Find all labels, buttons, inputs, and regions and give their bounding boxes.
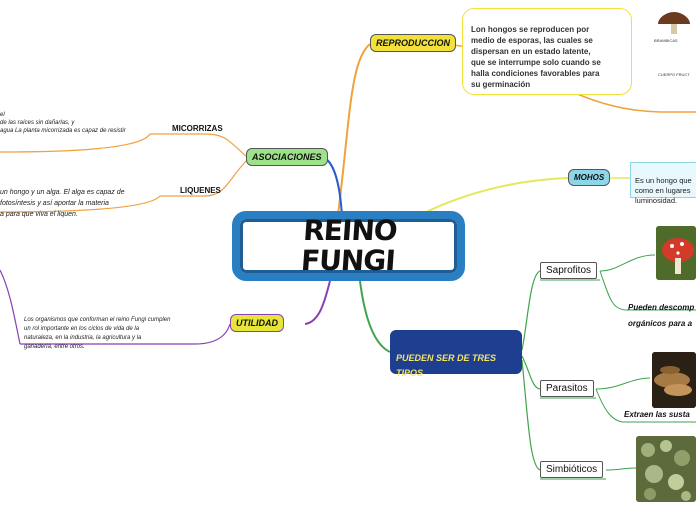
connector-simbioticos xyxy=(521,359,541,471)
connector-reproduccion xyxy=(337,43,371,216)
connector-utilidad-note xyxy=(20,323,231,345)
connector-mohos xyxy=(419,177,569,216)
subtopic-simbioticos[interactable]: Simbióticos xyxy=(540,461,604,478)
parasitos-caption: Extraen las susta xyxy=(624,410,690,419)
saprofitos-caption: Pueden descomp orgánicos para a xyxy=(628,284,694,332)
topic-mohos-label: MOHOS xyxy=(574,173,605,182)
micorrizas-note: el de las raíces sin dañarlas, y agua La… xyxy=(0,103,126,135)
fig-label-bottom: CUERPO FRUCT xyxy=(658,72,690,77)
topic-tipos[interactable]: PUEDEN SER DE TRES TIPOS xyxy=(390,330,522,378)
saprofitos-label: Saprofitos xyxy=(546,265,592,276)
connector-saprofitos-cap xyxy=(599,270,696,311)
saprofitos-mushroom-image xyxy=(656,226,696,280)
micorrizas-label: MICORRIZAS xyxy=(172,124,223,133)
topic-mohos[interactable]: MOHOS xyxy=(568,169,611,186)
connector-saprofitos-img xyxy=(599,254,656,272)
utilidad-note-text: Los organismos que conforman el reino Fu… xyxy=(24,317,171,350)
liquenes-note-text: un hongo y un alga. El alga es capaz de … xyxy=(0,189,125,218)
topic-asociaciones[interactable]: ASOCIACIONES xyxy=(246,148,328,166)
liquenes-note: un hongo y un alga. El alga es capaz de … xyxy=(0,176,125,220)
reproduccion-card-text: Lon hongos se reproducen por medio de es… xyxy=(471,25,601,89)
saprofitos-caption-text: Pueden descomp orgánicos para a xyxy=(628,303,695,328)
reproduccion-figure: BRAMBICAS CUERPO FRUCT xyxy=(652,8,696,78)
subtopic-liquenes[interactable]: LIQUENES xyxy=(180,186,221,195)
mohos-card[interactable]: Es un hongo que como en lugares luminosi… xyxy=(630,162,696,205)
connector-parasitos-cap xyxy=(595,388,696,423)
subtopic-micorrizas[interactable]: MICORRIZAS xyxy=(172,124,223,133)
topic-utilidad[interactable]: UTILIDAD xyxy=(230,314,284,332)
connector-parasitos-img xyxy=(595,377,651,390)
topic-reproduccion-label: REPRODUCCION xyxy=(376,38,451,48)
topic-utilidad-label: UTILIDAD xyxy=(236,318,278,328)
parasitos-caption-text: Extraen las susta xyxy=(624,410,690,419)
topic-asociaciones-label: ASOCIACIONES xyxy=(252,152,322,162)
utilidad-note: Los organismos que conforman el reino Fu… xyxy=(24,307,170,352)
central-topic[interactable]: REINO FUNGI xyxy=(232,211,465,281)
subtopic-parasitos[interactable]: Parasitos xyxy=(540,380,594,397)
liquenes-label: LIQUENES xyxy=(180,186,221,195)
lichen-icon xyxy=(636,436,696,502)
fig-label-top: BRAMBICAS xyxy=(654,38,678,43)
subtopic-saprofitos[interactable]: Saprofitos xyxy=(540,262,598,279)
brown-mushroom-icon xyxy=(652,352,696,408)
mohos-card-text: Es un hongo que como en lugares luminosi… xyxy=(635,176,692,205)
connector-liquenes xyxy=(0,159,248,213)
parasitos-mushroom-image xyxy=(652,352,696,408)
simbioticos-label: Simbióticos xyxy=(546,464,598,475)
connector-utilidad xyxy=(304,280,331,325)
topic-tipos-label: PUEDEN SER DE TRES TIPOS xyxy=(396,353,497,378)
topic-reproduccion[interactable]: REPRODUCCION xyxy=(370,34,457,52)
connector-micorrizas xyxy=(0,133,248,158)
reproduccion-card[interactable]: Lon hongos se reproducen por medio de es… xyxy=(462,8,632,95)
mushroom-diagram-icon xyxy=(658,12,690,34)
connector-parasitos xyxy=(521,355,541,390)
parasitos-label: Parasitos xyxy=(546,383,588,394)
connector-tipos xyxy=(359,280,391,353)
connector-utilidad-left xyxy=(0,269,21,345)
simbioticos-lichen-image xyxy=(636,436,696,502)
red-mushroom-icon xyxy=(656,226,696,280)
connector-saprofitos xyxy=(521,270,541,351)
micorrizas-note-text: el de las raíces sin dañarlas, y agua La… xyxy=(0,112,126,134)
central-title: REINO FUNGI xyxy=(299,214,398,277)
connector-simbioticos-img xyxy=(605,467,637,471)
